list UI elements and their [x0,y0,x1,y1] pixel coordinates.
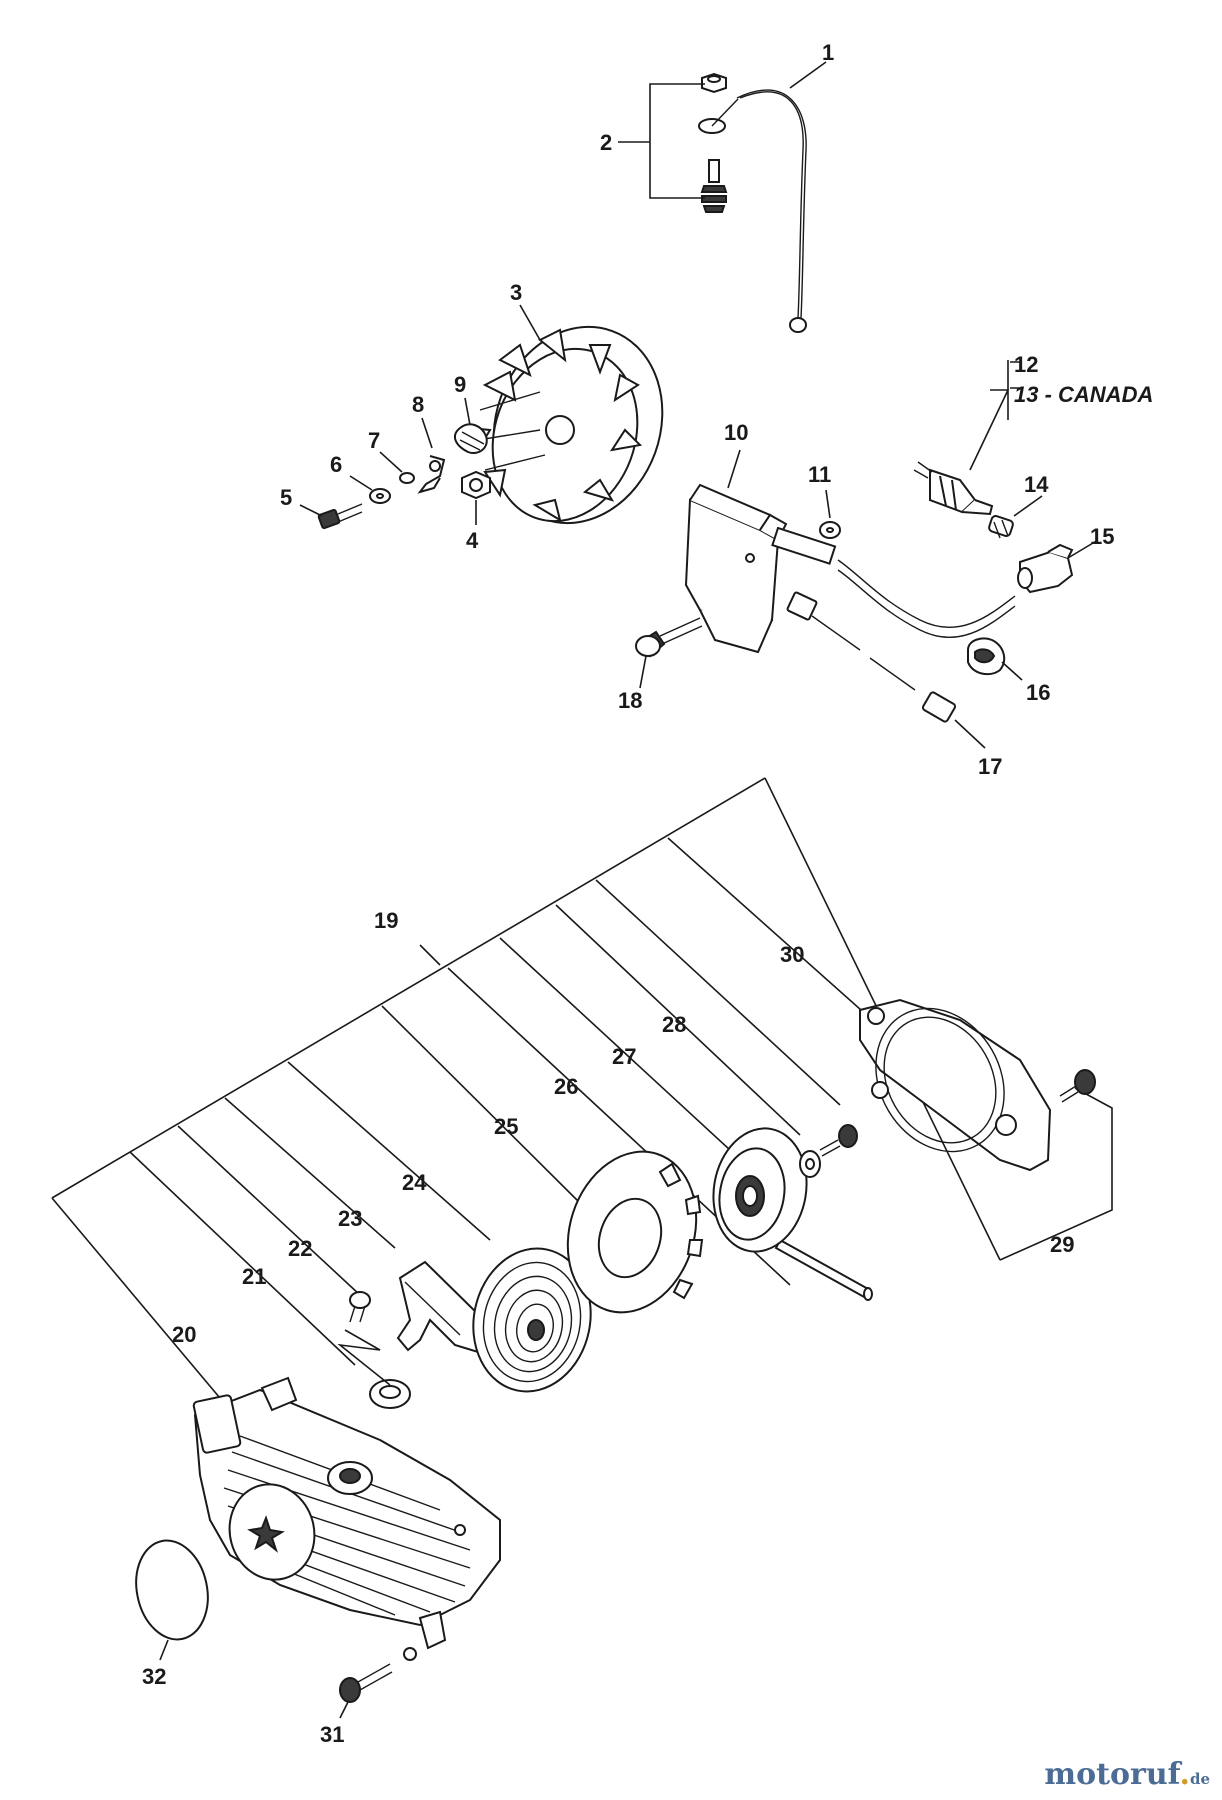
callout-27: 27 [612,1044,636,1069]
callout-10: 10 [724,420,748,445]
part-12-13-spark-plug [913,461,994,516]
part-21-bushing [369,1379,411,1409]
part-2-nut-and-stud [700,72,728,213]
part-14-terminal-spring [988,515,1014,539]
leader-31 [339,1701,349,1719]
spark-plug-wire [837,559,1016,629]
part-5-screw [317,503,363,530]
part-8-clip [417,455,446,494]
spark-plug-wire-edge [837,569,1016,639]
callout-1: 1 [822,40,834,65]
part-26-shaft [774,1238,873,1301]
part-4-nut [461,470,491,500]
part-28-washer-screw [799,1124,858,1178]
leader-8 [421,417,433,449]
callout-28: 28 [662,1012,686,1037]
callout-7: 7 [368,428,380,453]
leader-17 [954,719,986,749]
callout-12: 12 [1014,352,1038,377]
callout-14: 14 [1024,472,1049,497]
part-32-emblem [135,1539,209,1641]
callout-25: 25 [494,1114,518,1139]
callout-23: 23 [338,1206,362,1231]
part-24-recoil-spring [472,1247,592,1393]
callout-15: 15 [1090,524,1114,549]
watermark-logo: motoruf.de [1044,1757,1210,1792]
callout-32: 32 [142,1664,166,1689]
part-23-starter-handle [396,1260,490,1354]
part-6-washer [369,488,391,504]
leader-32 [159,1639,169,1661]
leader-6 [349,475,373,491]
callout-29: 29 [1050,1232,1074,1257]
part-11-washer [819,521,841,539]
part-22-screw [337,1291,391,1386]
part-18-coil-screw [635,617,703,658]
part-15-plug-cap [1017,543,1074,594]
callout-18: 18 [618,688,642,713]
callout-6: 6 [330,452,342,477]
part-10-ignition-coil [684,483,837,654]
callout-30: 30 [780,942,804,967]
leader-11 [825,489,831,519]
callout-11: 11 [808,462,831,487]
callout-22: 22 [288,1236,312,1261]
part-27-pulley [712,1127,808,1253]
callout-31: 31 [320,1722,344,1747]
callout-20: 20 [172,1322,196,1347]
leader-1 [789,61,827,89]
part-31-screw [339,1647,417,1703]
part-16-grommet [967,637,1006,676]
callout-13-canada: 13 - CANADA [1014,382,1153,407]
part-1-ground-wire [698,89,807,333]
leader-14 [1013,495,1043,517]
leader-3 [519,304,541,341]
bracket-12-13 [1010,361,1020,389]
watermark-dot: . [1179,1757,1190,1792]
leader-9 [464,397,471,426]
leader-16 [1001,661,1023,681]
watermark-tld: de [1189,1770,1210,1788]
part-3-flywheel [468,325,664,525]
callout-8: 8 [412,392,424,417]
part-30-starter-plate [859,998,1052,1172]
leader-18 [639,655,647,689]
callout-4: 4 [466,528,479,553]
bracket-2 [649,83,705,199]
leader-12-13 [969,360,1010,471]
callout-21: 21 [242,1264,266,1289]
callout-2: 2 [600,130,612,155]
part-9-spring [453,423,488,454]
part-17-stop-wire [786,591,957,723]
part-25-spring-case [566,1150,704,1314]
callout-5: 5 [280,485,292,510]
leader-5 [299,504,323,517]
leader-7 [379,451,403,473]
watermark-name: motoruf [1044,1757,1180,1792]
callout-16: 16 [1026,680,1050,705]
part-20-starter-housing [192,1376,501,1650]
callout-9: 9 [454,372,466,397]
part-7-lock-washer [399,472,415,484]
callout-24: 24 [402,1170,427,1195]
leader-15 [1067,539,1099,559]
part-29-screw [1059,1069,1096,1103]
callout-17: 17 [978,754,1002,779]
leader-10 [727,449,741,489]
callout-19: 19 [374,908,398,933]
callout-26: 26 [554,1074,578,1099]
callout-3: 3 [510,280,522,305]
